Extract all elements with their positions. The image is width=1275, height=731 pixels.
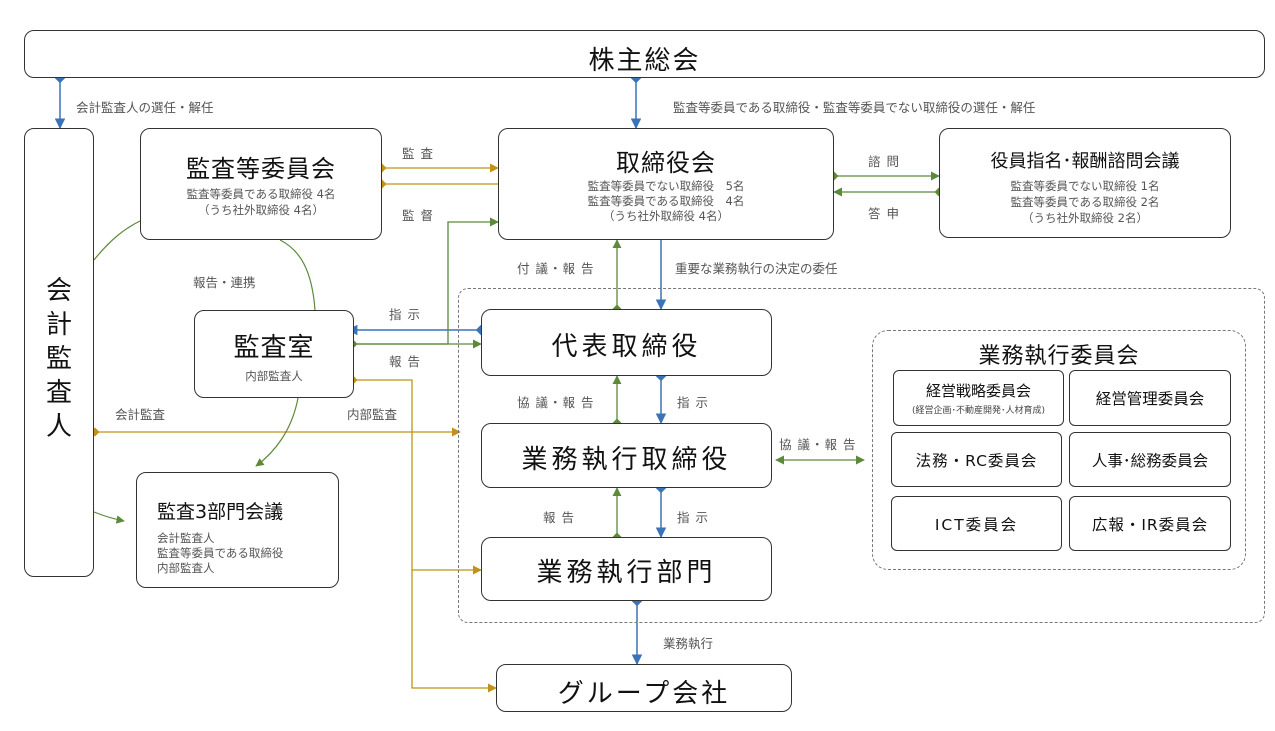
nomination-box: 役員指名･報酬諮問会議 監査等委員でない取締役 1名 監査等委員である取締役 2…: [939, 128, 1231, 238]
accounting-auditor-char: 査: [45, 378, 72, 408]
committee-strategy: 経営戦略委員会 (経営企画･不動産開発･人材育成): [893, 370, 1064, 426]
board-box: 取締役会 監査等委員でない取締役 5名 監査等委員である取締役 4名 （うち社外…: [498, 128, 834, 240]
audit-office-box: 監査室 内部監査人: [194, 310, 354, 398]
label-submit-report: 付 議・報 告: [517, 261, 595, 276]
edge-internal-audit-group: [411, 570, 497, 693]
three-party-line-1: 会計監査人: [157, 531, 215, 545]
exec-committee-box: [872, 330, 1246, 570]
board-line-1: 監査等委員でない取締役 5名: [587, 179, 745, 193]
accounting-auditor-title: 会計監査人: [25, 274, 93, 444]
edge-accountant-three: [93, 511, 125, 524]
label-audit: 監 査: [402, 146, 434, 161]
nomination-line-1: 監査等委員でない取締役 1名: [1010, 179, 1160, 193]
nomination-title: 役員指名･報酬諮問会議: [990, 151, 1180, 172]
committee-ict-name: ICT委員会: [934, 515, 1019, 534]
representative-box: 代表取締役: [481, 309, 772, 376]
committee-strategy-note: (経営企画･不動産開発･人材育成): [911, 406, 1046, 416]
label-report-2: 報 告: [543, 510, 575, 525]
committee-hr: 人事･総務委員会: [1069, 432, 1231, 487]
committee-ict: ICT委員会: [891, 496, 1062, 551]
nomination-line-3: （うち社外取締役 2名）: [1022, 211, 1148, 225]
exec-committee-title: 業務執行委員会: [978, 344, 1140, 369]
edge-internal-audit-division: [348, 375, 482, 575]
nomination-line-2: 監査等委員である取締役 2名: [1010, 195, 1160, 209]
business-division-box: 業務執行部門: [481, 537, 772, 601]
shareholders-box: 株主総会: [24, 30, 1265, 78]
label-instruct-3: 指 示: [677, 510, 709, 525]
audit-committee-line-2: （うち社外取締役 4名）: [198, 203, 324, 217]
group-companies-box: グループ会社: [496, 664, 792, 712]
label-report-1: 報 告: [389, 354, 421, 369]
committee-management: 経営管理委員会: [1069, 370, 1231, 426]
edge-audit-liaison: [279, 239, 316, 311]
shareholders-title: 株主総会: [588, 46, 701, 76]
accounting-auditor-char: 会: [45, 276, 72, 306]
accounting-auditor-box: 会計監査人: [24, 128, 94, 577]
executive-director-box: 業務執行取締役: [481, 423, 772, 488]
label-instruct-2: 指 示: [677, 395, 709, 410]
business-division-title: 業務執行部門: [536, 558, 717, 588]
three-party-box: 監査3部門会議 会計監査人 監査等委員である取締役 内部監査人: [136, 472, 339, 588]
committee-strategy-name: 経営戦略委員会: [925, 382, 1031, 400]
audit-office-line-1: 内部監査人: [245, 369, 303, 383]
label-report-liaison: 報告・連携: [193, 275, 256, 290]
three-party-title: 監査3部門会議: [157, 501, 284, 523]
label-answer: 答 申: [868, 206, 900, 221]
three-party-line-3: 内部監査人: [157, 561, 215, 575]
accounting-auditor-char: 人: [45, 412, 72, 442]
accounting-auditor-char: 監: [45, 344, 72, 374]
label-supervise: 監 督: [402, 208, 434, 223]
label-select-auditor: 会計監査人の選任・解任: [76, 100, 214, 115]
accounting-auditor-char: 計: [45, 310, 72, 340]
label-accounting-audit: 会計監査: [115, 407, 166, 422]
committee-hr-name: 人事･総務委員会: [1091, 451, 1209, 470]
audit-committee-title: 監査等委員会: [186, 155, 336, 183]
label-consult: 諮 問: [868, 154, 900, 169]
committee-legal-name: 法務・RC委員会: [915, 451, 1038, 470]
audit-committee-line-1: 監査等委員である取締役 4名: [186, 187, 336, 201]
edge-accountant-audit-link: [93, 219, 143, 261]
board-line-2: 監査等委員である取締役 4名: [587, 194, 745, 208]
representative-title: 代表取締役: [551, 332, 702, 362]
label-internal-audit: 内部監査: [347, 407, 398, 422]
label-select-directors: 監査等委員である取締役・監査等委員でない取締役の選任・解任: [673, 100, 1036, 115]
executive-director-title: 業務執行取締役: [521, 445, 732, 475]
audit-office-title: 監査室: [233, 333, 315, 363]
group-companies-title: グループ会社: [557, 679, 731, 709]
label-instruct-1: 指 示: [389, 307, 421, 322]
label-business-execution: 業務執行: [663, 636, 714, 651]
execution-dashed-area: [458, 288, 1265, 623]
edge-auditoffice-three: [255, 397, 299, 467]
label-delegation: 重要な業務執行の決定の委任: [675, 261, 838, 276]
label-discuss-report-2: 協 議・報 告: [779, 437, 857, 452]
audit-committee-box: 監査等委員会 監査等委員である取締役 4名 （うち社外取締役 4名）: [140, 128, 382, 240]
label-discuss-report-1: 協 議・報 告: [517, 395, 595, 410]
board-line-3: （うち社外取締役 4名）: [603, 209, 729, 223]
committee-legal: 法務・RC委員会: [891, 432, 1062, 487]
committee-pr: 広報・IR委員会: [1069, 496, 1231, 551]
three-party-line-2: 監査等委員である取締役: [157, 546, 284, 560]
committee-pr-name: 広報・IR委員会: [1091, 515, 1209, 534]
board-title: 取締役会: [616, 149, 716, 177]
committee-management-name: 経営管理委員会: [1095, 390, 1205, 408]
